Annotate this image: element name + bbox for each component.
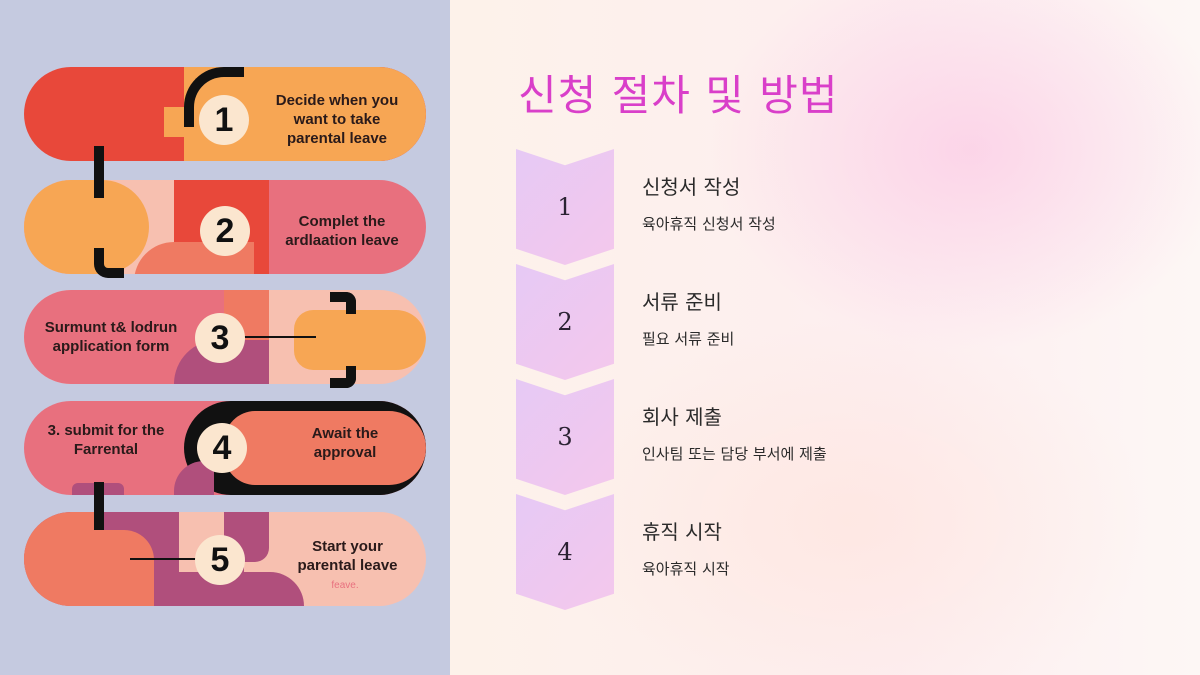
step-title: 회사 제출 [642,405,722,429]
step-number-5: 5 [195,535,245,585]
process-step-3: 3 회사 제출 인사팀 또는 담당 부서에 제출 [516,379,936,495]
step-number-4: 4 [197,423,247,473]
page-title: 신청 절차 및 방법 [518,71,839,120]
chevron-icon [516,379,614,495]
step-description: 필요 서류 준비 [642,330,735,348]
illustration-step-4-text: Await the approval [311,425,379,461]
step-number-2: 2 [200,206,250,256]
bracket-icon [330,366,356,388]
step-title: 휴직 시작 [642,520,722,544]
illustration-step-1 [24,67,426,161]
illustration-step-3-text: Surmunt t& lodrun application form [44,319,178,355]
step-number: 4 [557,538,573,566]
process-step-1: 1 신청서 작성 육아휴직 신청서 작성 [516,149,936,265]
step-description: 인사팀 또는 담당 부서에 제출 [642,445,827,463]
chevron-icon [516,264,614,380]
illustration-step-1-text: Decide when you want to take parental le… [275,92,399,147]
chevron-icon [516,149,614,265]
illustration-step-5-subtext: feave. [331,580,359,591]
connector-line [240,336,316,338]
step-description: 육아휴직 신청서 작성 [642,215,776,233]
connector-line [130,558,198,560]
step-description: 육아휴직 시작 [642,560,730,578]
process-step-4: 4 휴직 시작 육아휴직 시작 [516,494,936,610]
illustration-step-4-left-text: 3. submit for the Farrental [47,422,165,458]
step-number: 3 [557,423,573,451]
step-number: 2 [557,308,573,336]
chevron-icon [516,494,614,610]
process-step-2: 2 서류 준비 필요 서류 준비 [516,264,936,380]
connector-line [94,482,104,530]
step-number-3: 3 [195,313,245,363]
illustration-step-5-text: Start your parental leave [297,538,398,574]
illustration-step-2-text: Complet the ardlaation leave [285,213,399,249]
step-title: 서류 준비 [642,290,722,314]
step-title: 신청서 작성 [642,175,741,199]
illustration-step-5 [24,512,426,606]
illustration-panel: 1 Decide when you want to take parental … [0,0,450,675]
connector-arc [94,248,124,278]
bracket-icon [330,292,356,314]
step-number-1: 1 [199,95,249,145]
step-number: 1 [557,193,573,221]
connector-line [94,146,104,198]
